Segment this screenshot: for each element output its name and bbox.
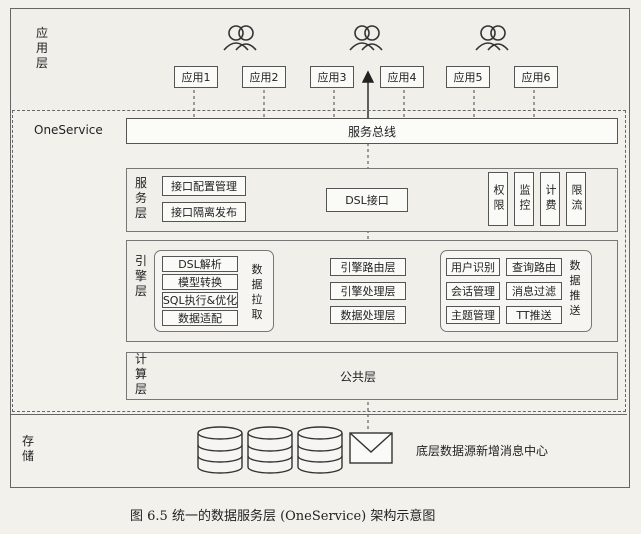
session-mgmt-box: 会话管理 [446, 282, 500, 300]
engine-processing-box: 引擎处理层 [330, 282, 406, 300]
database-icon [197, 426, 243, 474]
user-identify-box: 用户识别 [446, 258, 500, 276]
tt-push-box: TT推送 [506, 306, 562, 324]
database-icons [197, 426, 343, 474]
sql-exec-box: SQL执行&优化 [162, 292, 238, 308]
app-box-4: 应用4 [380, 66, 424, 88]
dsl-interface-box: DSL接口 [326, 188, 408, 212]
auth-box: 权限 [488, 172, 508, 226]
topic-mgmt-box: 主题管理 [446, 306, 500, 324]
service-config-box: 接口配置管理 [162, 176, 246, 196]
service-isolation-box: 接口隔离发布 [162, 202, 246, 222]
storage-divider [11, 414, 627, 415]
dsl-parse-box: DSL解析 [162, 256, 238, 272]
billing-box: 计费 [540, 172, 560, 226]
data-pull-label: 数据拉取 [251, 263, 263, 321]
message-filter-box: 消息过滤 [506, 282, 562, 300]
model-convert-box: 模型转换 [162, 274, 238, 290]
compute-layer [126, 352, 618, 400]
data-push-label: 数据推送 [569, 259, 581, 317]
storage-caption: 底层数据源新增消息中心 [416, 444, 549, 458]
storage-layer-label: 存储 [21, 434, 34, 463]
app-layer [11, 9, 627, 109]
database-icon [297, 426, 343, 474]
data-adapt-box: 数据适配 [162, 310, 238, 326]
app-box-6: 应用6 [514, 66, 558, 88]
envelope-icon [349, 432, 393, 464]
common-layer-label: 公共层 [340, 370, 377, 384]
user-icon [223, 25, 257, 51]
data-processing-box: 数据处理层 [330, 306, 406, 324]
user-icon [475, 25, 509, 51]
app-layer-label: 应用层 [35, 26, 48, 70]
app-box-5: 应用5 [446, 66, 490, 88]
user-icon [349, 25, 383, 51]
service-layer-label: 服务层 [134, 176, 147, 220]
app-box-3: 应用3 [310, 66, 354, 88]
engine-layer-label: 引擎层 [134, 254, 147, 298]
oneservice-region [12, 110, 626, 412]
diagram-frame [10, 8, 630, 488]
app-box-2: 应用2 [242, 66, 286, 88]
figure-caption: 图 6.5 统一的数据服务层 (OneService) 架构示意图 [130, 509, 436, 524]
service-bus: 服务总线 [126, 118, 618, 144]
oneservice-label: OneService [34, 123, 103, 137]
app-box-1: 应用1 [174, 66, 218, 88]
database-icon [247, 426, 293, 474]
engine-routing-box: 引擎路由层 [330, 258, 406, 276]
monitor-box: 监控 [514, 172, 534, 226]
query-routing-box: 查询路由 [506, 258, 562, 276]
compute-layer-label: 计算层 [134, 352, 147, 396]
throttle-box: 限流 [566, 172, 586, 226]
